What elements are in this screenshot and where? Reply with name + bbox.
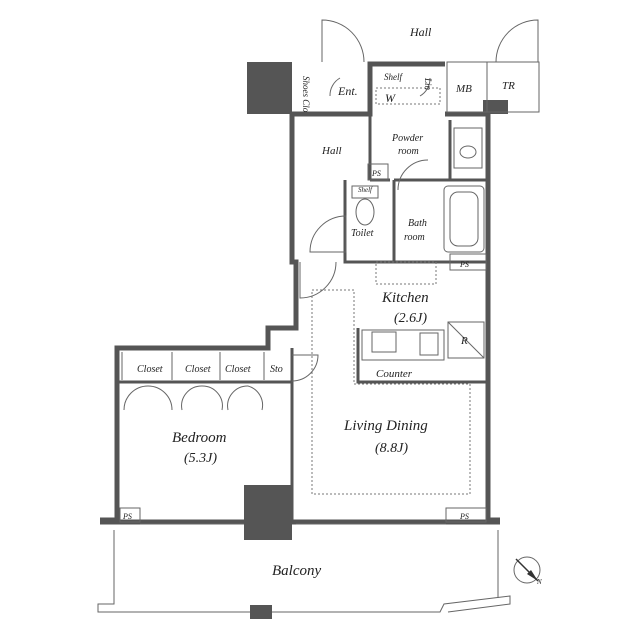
label-north: N [536,578,542,586]
tr-door [495,19,539,63]
label-powder-room: Powder [391,133,423,144]
label-mb: MB [455,83,472,95]
room-labels: Hall Shoes Clo Ent. Shelf W Lin MB TR Po… [122,25,542,586]
fixtures [351,127,485,253]
label-closet-2: Closet [185,364,211,375]
label-kitchen-area: (2.6J) [394,311,427,326]
label-living-dining: Living Dining [343,418,428,434]
doors [123,19,539,411]
label-shoes-closet: Shoes Clo [301,76,311,113]
north-arrow [513,556,541,584]
label-washer: W [385,91,396,105]
wash-basin [453,127,483,169]
dashed-outlines [311,87,471,495]
bathtub [443,185,485,253]
label-shelf-small: Shelf [358,186,373,194]
balcony [97,523,511,619]
label-bedroom: Bedroom [172,430,227,446]
label-linen: Lin [423,77,433,91]
interior-walls [117,114,488,523]
label-closet-1: Closet [137,364,163,375]
structural-column [244,485,292,540]
label-ps-kitchen: PS [459,260,469,269]
label-toilet: Toilet [351,228,374,239]
toilet-bowl [355,198,375,226]
label-storage: Sto [270,364,283,375]
entrance-door [321,19,365,63]
label-closet-3: Closet [225,364,251,375]
label-bath-room: Bath [408,218,427,229]
label-hall-outside: Hall [409,25,432,39]
label-ps-bottom-right: PS [459,512,469,521]
label-bath-room-2: room [404,232,425,243]
label-kitchen: Kitchen [381,290,429,306]
label-powder-room-2: room [398,146,419,157]
label-bedroom-area: (5.3J) [184,451,217,466]
label-refrigerator: R [460,335,468,347]
structural-column [247,62,292,114]
label-entrance: Ent. [337,84,358,98]
label-tr: TR [502,80,515,92]
label-counter: Counter [376,368,413,380]
toilet-tank [351,185,379,199]
label-shelf: Shelf [384,72,403,82]
label-ps-top: PS [371,169,381,178]
label-living-dining-area: (8.8J) [375,441,408,456]
label-ps-bottom-left: PS [122,512,132,521]
label-hall-inner: Hall [321,145,342,157]
exterior-walls [100,61,540,540]
label-balcony: Balcony [272,563,321,579]
structural-column [483,100,508,114]
